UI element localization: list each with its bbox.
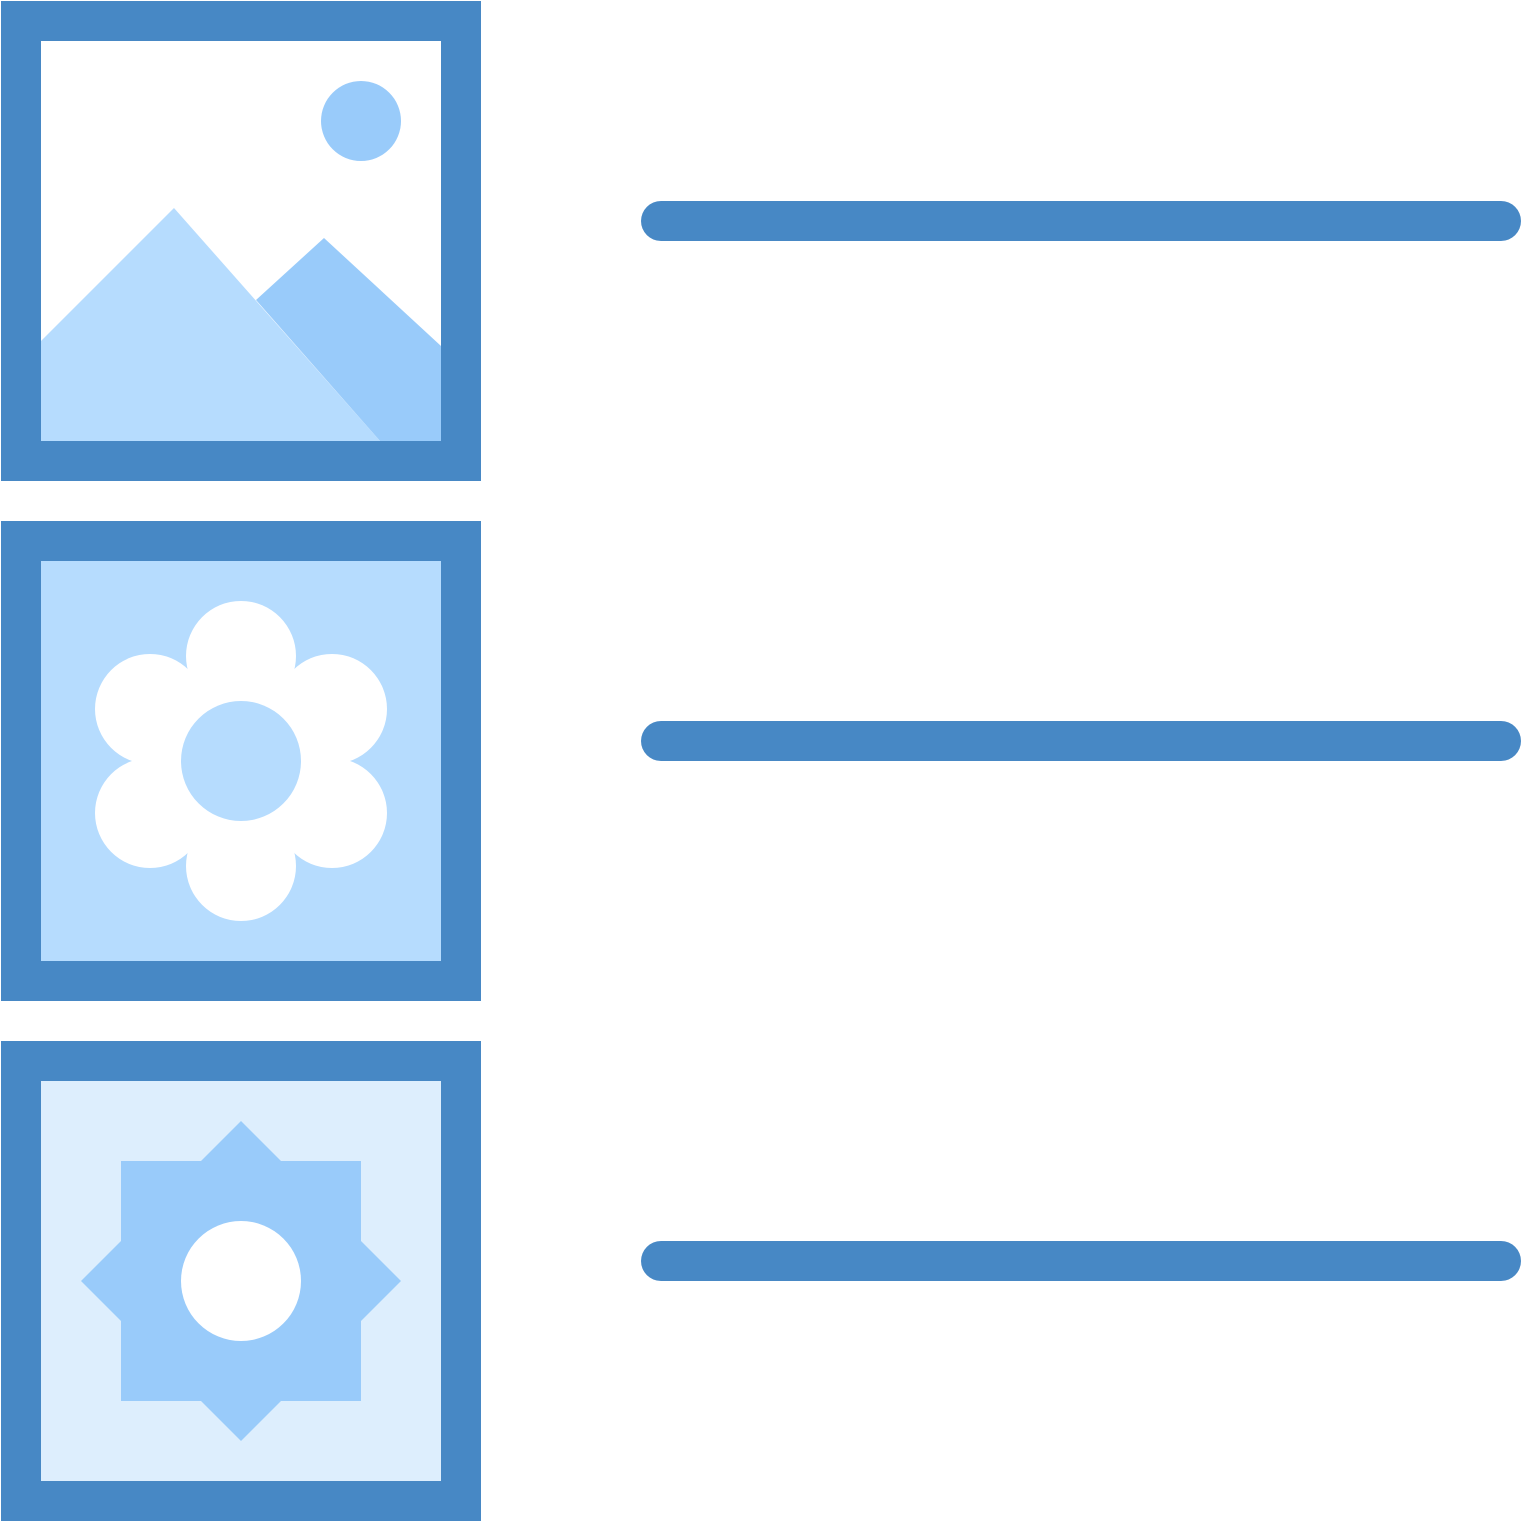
flower-icon <box>1 521 481 1001</box>
list-item-2 <box>1 521 1521 1001</box>
sun-badge-icon <box>1 1041 481 1521</box>
flower-center <box>181 701 301 821</box>
back-mountain <box>256 238 441 441</box>
sun-center <box>181 1221 301 1341</box>
list-item-3 <box>1 1041 1521 1521</box>
front-mountain <box>41 208 380 441</box>
list-item-1 <box>1 1 1521 481</box>
sun-icon <box>321 81 401 161</box>
landscape-picture-icon <box>1 1 481 481</box>
flower-petals <box>95 601 387 921</box>
